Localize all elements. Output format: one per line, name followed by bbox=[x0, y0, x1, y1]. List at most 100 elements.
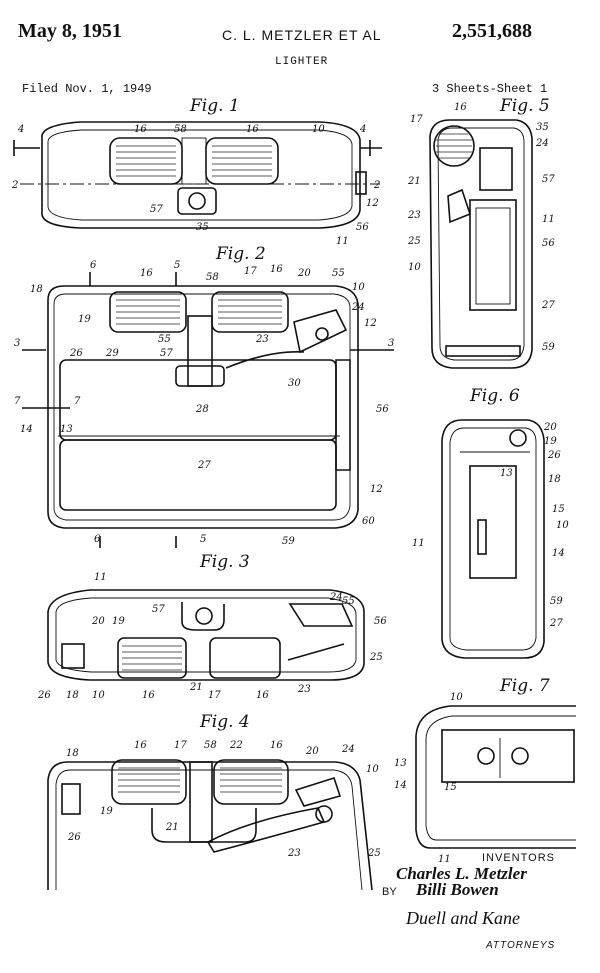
svg-text:55: 55 bbox=[332, 268, 345, 279]
svg-text:16: 16 bbox=[270, 264, 283, 275]
svg-text:16: 16 bbox=[246, 124, 259, 135]
svg-text:58: 58 bbox=[174, 124, 187, 135]
svg-text:21: 21 bbox=[189, 682, 203, 693]
svg-text:26: 26 bbox=[37, 690, 51, 701]
svg-text:27: 27 bbox=[541, 300, 555, 311]
svg-text:27: 27 bbox=[549, 618, 563, 629]
svg-text:24: 24 bbox=[535, 138, 549, 149]
svg-text:56: 56 bbox=[376, 404, 389, 415]
svg-text:16: 16 bbox=[270, 740, 283, 751]
svg-text:6: 6 bbox=[94, 534, 101, 545]
svg-text:55: 55 bbox=[342, 596, 355, 607]
svg-text:19: 19 bbox=[112, 616, 125, 627]
svg-text:26: 26 bbox=[67, 832, 81, 843]
fig5-drawing: 17 16 35 24 57 21 23 11 25 56 10 27 59 bbox=[407, 102, 555, 368]
fig7-label: Fig. 7 bbox=[500, 676, 550, 696]
svg-text:11: 11 bbox=[542, 214, 555, 225]
svg-text:14: 14 bbox=[552, 548, 565, 559]
svg-text:21: 21 bbox=[165, 822, 179, 833]
svg-text:5: 5 bbox=[174, 260, 180, 271]
svg-text:18: 18 bbox=[66, 690, 79, 701]
svg-text:20: 20 bbox=[91, 616, 105, 627]
svg-text:25: 25 bbox=[367, 848, 381, 859]
attorney-signature: Duell and Kane bbox=[406, 908, 520, 929]
inventors-heading: INVENTORS bbox=[482, 852, 555, 864]
svg-text:23: 23 bbox=[255, 334, 269, 345]
svg-text:16: 16 bbox=[134, 740, 147, 751]
fig3-drawing: 11 57 24 55 56 25 20 19 26 18 10 16 21 1… bbox=[37, 572, 387, 701]
svg-text:16: 16 bbox=[142, 690, 155, 701]
svg-text:17: 17 bbox=[244, 266, 257, 277]
svg-text:13: 13 bbox=[500, 468, 513, 479]
svg-text:7: 7 bbox=[14, 396, 21, 407]
svg-text:12: 12 bbox=[364, 318, 377, 329]
svg-text:58: 58 bbox=[204, 740, 217, 751]
svg-text:5: 5 bbox=[200, 534, 206, 545]
svg-text:15: 15 bbox=[552, 504, 565, 515]
svg-text:26: 26 bbox=[69, 348, 83, 359]
svg-text:59: 59 bbox=[282, 536, 295, 547]
svg-text:11: 11 bbox=[336, 236, 349, 247]
svg-text:59: 59 bbox=[550, 596, 563, 607]
fig5-label: Fig. 5 bbox=[500, 96, 550, 116]
svg-text:10: 10 bbox=[408, 262, 421, 273]
svg-text:16: 16 bbox=[134, 124, 147, 135]
attorneys-heading: ATTORNEYS bbox=[486, 940, 555, 951]
svg-text:10: 10 bbox=[450, 692, 463, 703]
svg-text:4: 4 bbox=[17, 124, 24, 135]
svg-text:20: 20 bbox=[297, 268, 311, 279]
svg-text:35: 35 bbox=[196, 222, 209, 233]
svg-text:18: 18 bbox=[66, 748, 79, 759]
svg-text:56: 56 bbox=[542, 238, 555, 249]
svg-text:10: 10 bbox=[312, 124, 325, 135]
svg-text:19: 19 bbox=[78, 314, 91, 325]
svg-text:22: 22 bbox=[229, 740, 243, 751]
fig3-label: Fig. 3 bbox=[200, 552, 250, 572]
svg-text:18: 18 bbox=[30, 284, 43, 295]
svg-text:10: 10 bbox=[366, 764, 379, 775]
svg-text:26: 26 bbox=[547, 450, 561, 461]
svg-text:10: 10 bbox=[556, 520, 569, 531]
svg-text:55: 55 bbox=[158, 334, 171, 345]
svg-text:21: 21 bbox=[407, 176, 421, 187]
svg-text:30: 30 bbox=[288, 378, 301, 389]
svg-text:24: 24 bbox=[341, 744, 355, 755]
svg-text:57: 57 bbox=[160, 348, 173, 359]
svg-text:59: 59 bbox=[542, 342, 555, 353]
svg-text:17: 17 bbox=[174, 740, 187, 751]
fig7-drawing: 10 13 14 15 11 bbox=[394, 692, 576, 865]
fig6-label: Fig. 6 bbox=[470, 386, 520, 406]
svg-text:25: 25 bbox=[407, 236, 421, 247]
svg-text:24: 24 bbox=[329, 592, 343, 603]
svg-text:27: 27 bbox=[197, 460, 211, 471]
svg-text:16: 16 bbox=[140, 268, 153, 279]
fig2-drawing: 6 16 5 58 17 16 20 55 10 24 12 18 19 26 … bbox=[14, 260, 394, 548]
svg-text:2: 2 bbox=[11, 180, 18, 191]
svg-text:6: 6 bbox=[90, 260, 97, 271]
fig4-drawing: 18 16 17 58 22 16 20 24 10 19 26 21 23 2… bbox=[48, 740, 381, 890]
svg-text:16: 16 bbox=[454, 102, 467, 113]
svg-text:12: 12 bbox=[366, 198, 379, 209]
svg-text:29: 29 bbox=[105, 348, 119, 359]
svg-text:25: 25 bbox=[369, 652, 383, 663]
svg-text:28: 28 bbox=[195, 404, 209, 415]
svg-text:20: 20 bbox=[543, 422, 557, 433]
fig4-label: Fig. 4 bbox=[200, 712, 250, 732]
svg-text:2: 2 bbox=[373, 180, 380, 191]
svg-text:58: 58 bbox=[206, 272, 219, 283]
svg-text:16: 16 bbox=[256, 690, 269, 701]
svg-text:18: 18 bbox=[548, 474, 561, 485]
svg-text:14: 14 bbox=[20, 424, 33, 435]
by-label: BY bbox=[382, 886, 397, 898]
svg-text:23: 23 bbox=[407, 210, 421, 221]
svg-text:11: 11 bbox=[412, 538, 425, 549]
fig1-drawing: 4 4 2 2 16 58 16 10 57 35 12 56 11 bbox=[11, 122, 382, 247]
svg-text:57: 57 bbox=[150, 204, 163, 215]
svg-text:19: 19 bbox=[100, 806, 113, 817]
svg-text:17: 17 bbox=[410, 114, 423, 125]
fig1-label: Fig. 1 bbox=[190, 96, 240, 116]
svg-text:56: 56 bbox=[356, 222, 369, 233]
svg-text:7: 7 bbox=[74, 396, 81, 407]
svg-text:4: 4 bbox=[359, 124, 366, 135]
svg-text:10: 10 bbox=[92, 690, 105, 701]
